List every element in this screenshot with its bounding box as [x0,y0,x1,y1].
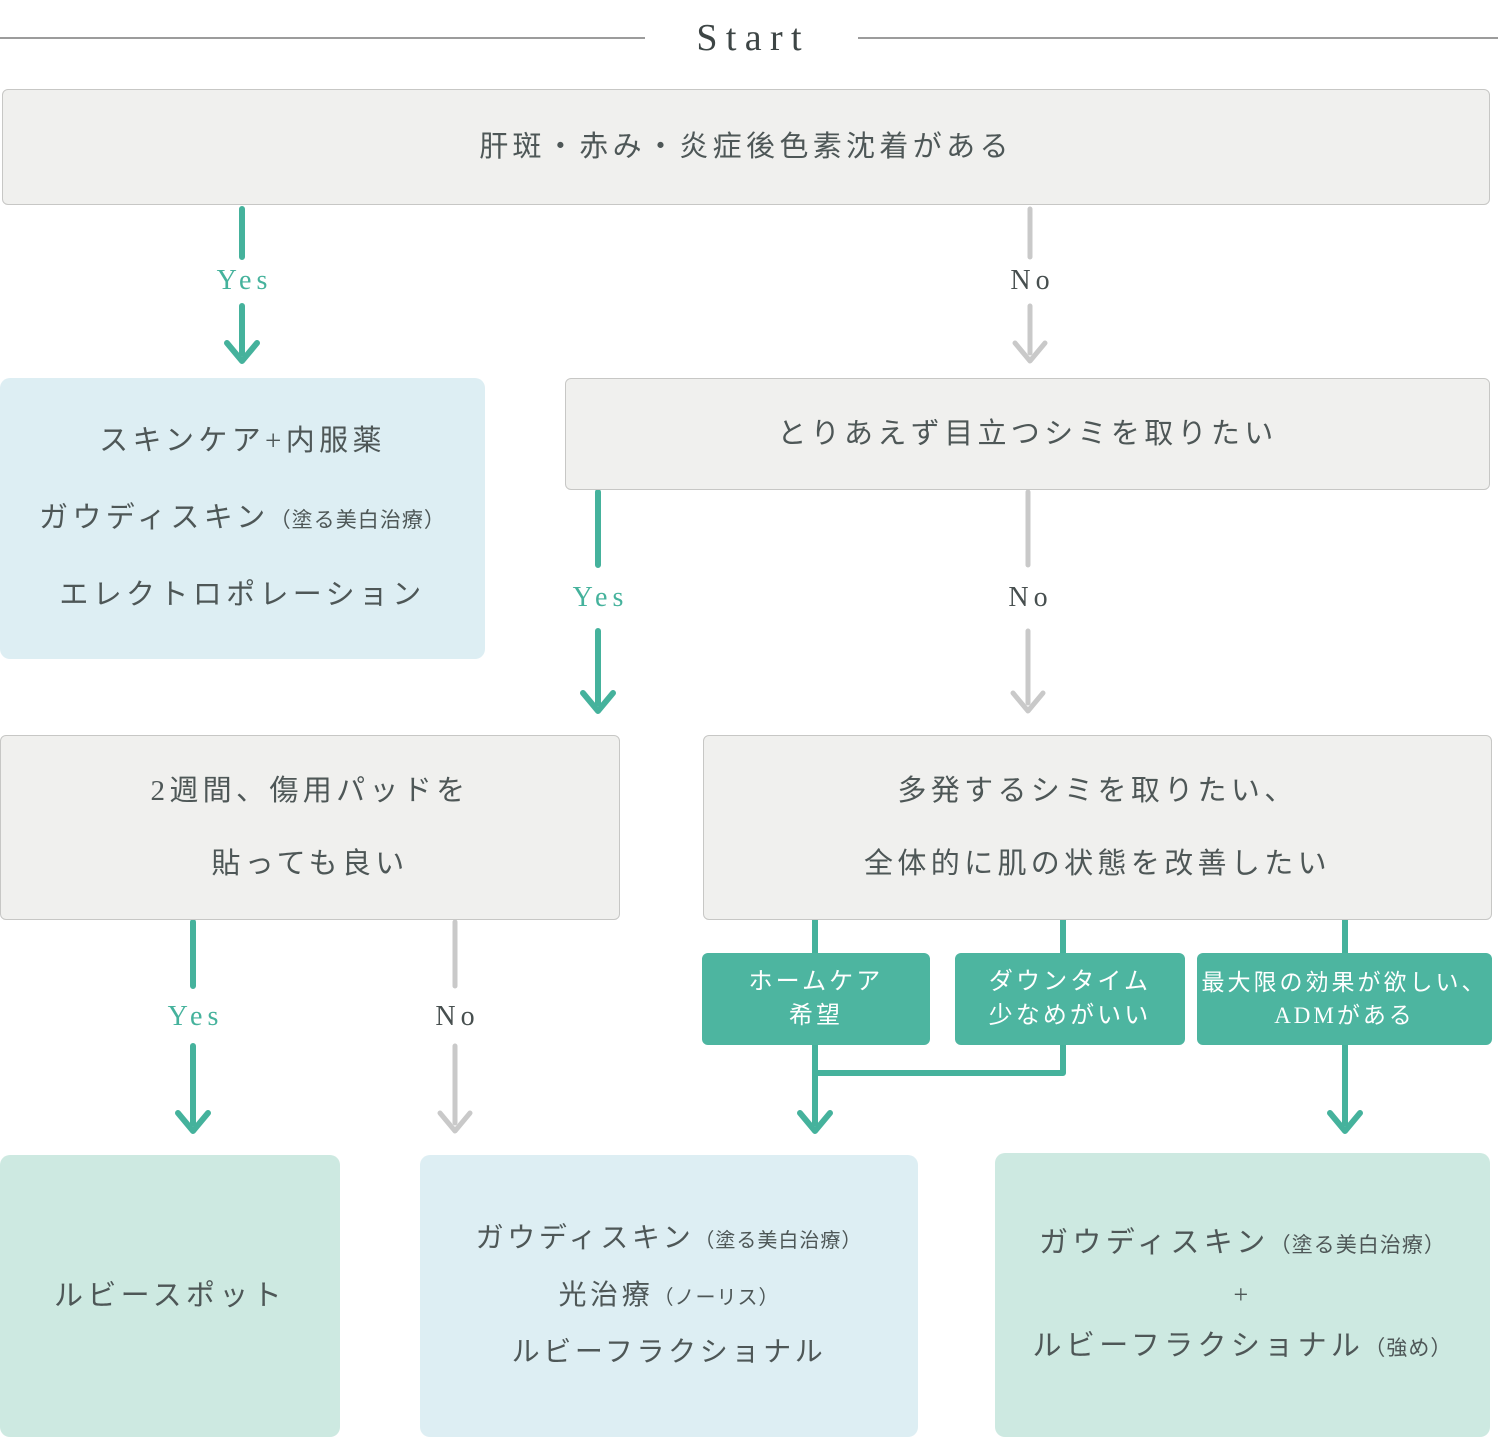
start-rule-left [0,37,645,39]
result-combo-line1: ガウディスキン（塗る美白治療） [476,1225,863,1253]
question-multiple-spots: 多発するシミを取りたい、 全体的に肌の状態を改善したい [703,735,1492,920]
result-strong-line3-main: ルビーフラクショナル [1032,1330,1365,1362]
result-rubyspot-text: ルビースポット [53,1279,286,1312]
result-combo-line2: 光治療（ノーリス） [559,1282,780,1310]
result-combo-line2-main: 光治療 [558,1280,654,1311]
chip-downtime-line2: 少なめがいい [988,1003,1152,1029]
result-combo-line2-paren: （ノーリス） [653,1287,780,1309]
connector-maximum-arrow [1327,1042,1363,1134]
result-combo: ガウディスキン（塗る美白治療） 光治療（ノーリス） ルビーフラクショナル [420,1155,918,1437]
chip-homecare: ホームケア 希望 [702,953,930,1045]
question-multiple-spots-line2: 全体的に肌の状態を改善したい [864,847,1331,880]
start-title: Start [696,17,810,59]
chip-maximum-line2: ADMがある [1274,1003,1415,1028]
chip-homecare-line2: 希望 [788,1003,844,1029]
chip-downtime-line1: ダウンタイム [988,969,1152,995]
question-pigmentation: 肝斑・赤み・炎症後色素沈着がある [2,89,1490,205]
question-spot-removal-text: とりあえず目立つシミを取りたい [777,417,1278,450]
question-spot-removal: とりあえず目立つシミを取りたい [565,378,1490,490]
result-strong-plus: + [1233,1280,1252,1309]
no-label-3: No [435,1001,480,1032]
result-strong-line3: ルビーフラクショナル（強め） [1033,1332,1453,1361]
no-label-1: No [1010,265,1055,296]
result-strong: ガウディスキン（塗る美白治療） + ルビーフラクショナル（強め） [995,1153,1490,1437]
result-combo-line1-main: ガウディスキン [475,1223,695,1254]
question-multiple-spots-line1: 多発するシミを取りたい、 [897,774,1298,807]
result-skincare-line1: スキンケア+内服薬 [99,425,386,457]
result-skincare-line3: エレクトロポレーション [59,579,426,611]
result-strong-line1-paren: （塗る美白治療） [1269,1233,1446,1257]
chip-homecare-line1: ホームケア [748,969,884,995]
result-strong-line3-paren: （強め） [1364,1336,1453,1360]
yes-label-1: Yes [216,265,273,296]
result-strong-line1-main: ガウディスキン [1039,1227,1270,1259]
question-wound-pad: 2週間、傷用パッドを 貼っても良い [0,735,620,920]
connector-downtime-elbow [812,1042,1066,1076]
result-rubyspot: ルビースポット [0,1155,340,1437]
yes-label-3: Yes [167,1001,224,1032]
result-combo-line3: ルビーフラクショナル [511,1337,827,1368]
chip-downtime: ダウンタイム 少なめがいい [955,953,1185,1045]
result-strong-line1: ガウディスキン（塗る美白治療） [1039,1229,1446,1258]
yes-label-2: Yes [572,582,629,613]
result-skincare: スキンケア+内服薬 ガウディスキン（塗る美白治療） エレクトロポレーション [0,378,485,659]
chip-maximum-line1: 最大限の効果が欲しい、 [1201,970,1488,995]
connector-q4-chip-stubs [812,916,1348,956]
no-label-2: No [1008,582,1053,613]
result-skincare-line2: ガウディスキン（塗る美白治療） [39,504,446,533]
chip-maximum: 最大限の効果が欲しい、 ADMがある [1197,953,1492,1045]
connector-homecare-arrow [797,1042,833,1134]
start-rule-right [858,37,1498,39]
question-wound-pad-line1: 2週間、傷用パッドを [150,774,470,807]
result-skincare-line2-main: ガウディスキン [39,502,270,534]
result-skincare-line2-paren: （塗る美白治療） [269,508,446,532]
result-combo-line1-paren: （塗る美白治療） [694,1230,863,1252]
question-wound-pad-line2: 貼っても良い [211,847,409,880]
question-pigmentation-text: 肝斑・赤み・炎症後色素沈着がある [479,130,1013,163]
